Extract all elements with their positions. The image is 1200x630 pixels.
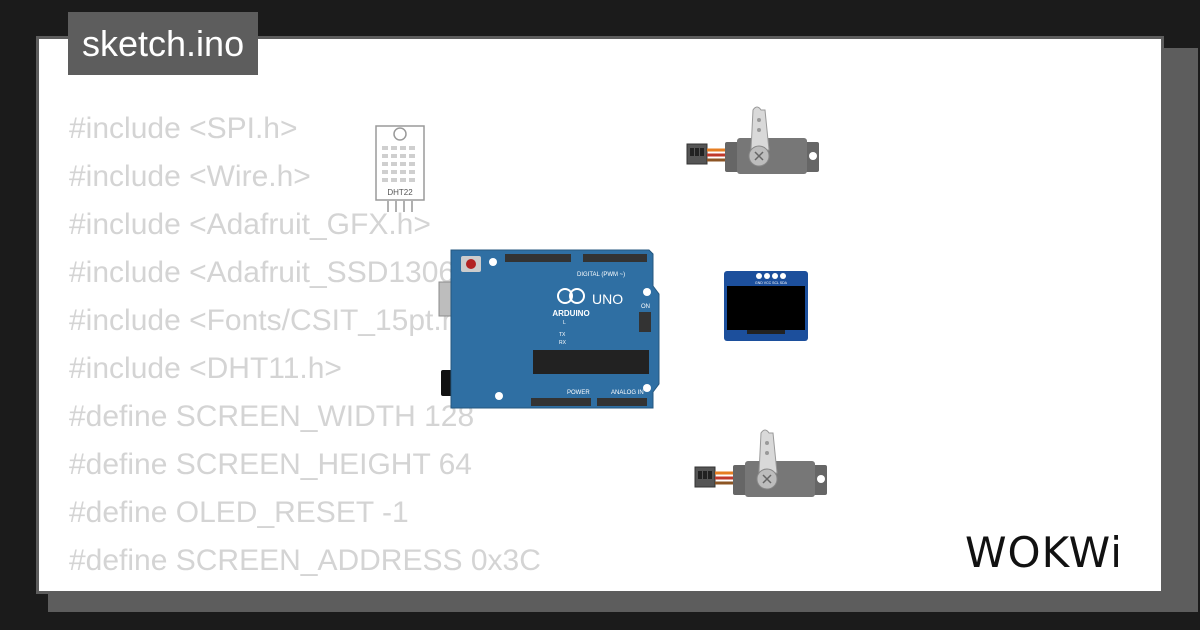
servo-motor[interactable]	[693, 429, 833, 499]
arduino-power-label: POWER	[567, 390, 590, 396]
sketch-tab-title: sketch.ino	[82, 23, 245, 64]
code-line: #define OLED_RESET -1	[69, 496, 409, 529]
code-line: #include <Adafruit_GFX.h>	[69, 208, 431, 241]
wokwi-logo: WOKWi	[965, 528, 1123, 577]
code-listing: #include <SPI.h> #include <Wire.h> #incl…	[69, 105, 1161, 591]
oled-pin-labels: GND VCC SCL SDA	[755, 281, 788, 285]
arduino-uno-board[interactable]: ARDUINO UNO DIGITAL (PWM ~) POWER ANALOG…	[437, 246, 661, 412]
dht22-label: DHT22	[387, 188, 413, 197]
code-line: #include <SPI.h>	[69, 112, 298, 145]
code-line: #include <Fonts/CSIT_15pt.h>	[69, 304, 476, 337]
preview-card: #include <SPI.h> #include <Wire.h> #incl…	[36, 36, 1164, 594]
oled-display[interactable]: GND VCC SCL SDA	[723, 270, 809, 342]
arduino-model-label: UNO	[592, 291, 623, 307]
arduino-led-tx-label: TX	[559, 332, 566, 338]
arduino-analog-label: ANALOG IN	[611, 390, 644, 396]
code-line: #define SCREEN_HEIGHT 64	[69, 448, 472, 481]
wokwi-logo-text: WOKWi	[965, 528, 1123, 577]
code-line: #include <DHT11.h>	[69, 352, 342, 385]
sketch-tab[interactable]: sketch.ino	[68, 12, 259, 75]
arduino-led-rx-label: RX	[559, 340, 567, 346]
arduino-digital-label: DIGITAL (PWM ~)	[577, 272, 625, 278]
arduino-on-label: ON	[641, 304, 650, 310]
code-line: #define SCREEN_ADDRESS 0x3C	[69, 544, 541, 577]
arduino-led-l-label: L	[563, 320, 566, 326]
dht22-sensor[interactable]: DHT22	[372, 124, 428, 214]
code-line: Adafruit_SSD1306 display(SCREEN_WIDTH, S…	[69, 585, 1161, 591]
arduino-brand-label: ARDUINO	[552, 309, 589, 318]
code-line: #include <Wire.h>	[69, 160, 311, 193]
code-line: #define SCREEN_WIDTH 128	[69, 400, 475, 433]
servo-motor[interactable]	[685, 106, 825, 176]
